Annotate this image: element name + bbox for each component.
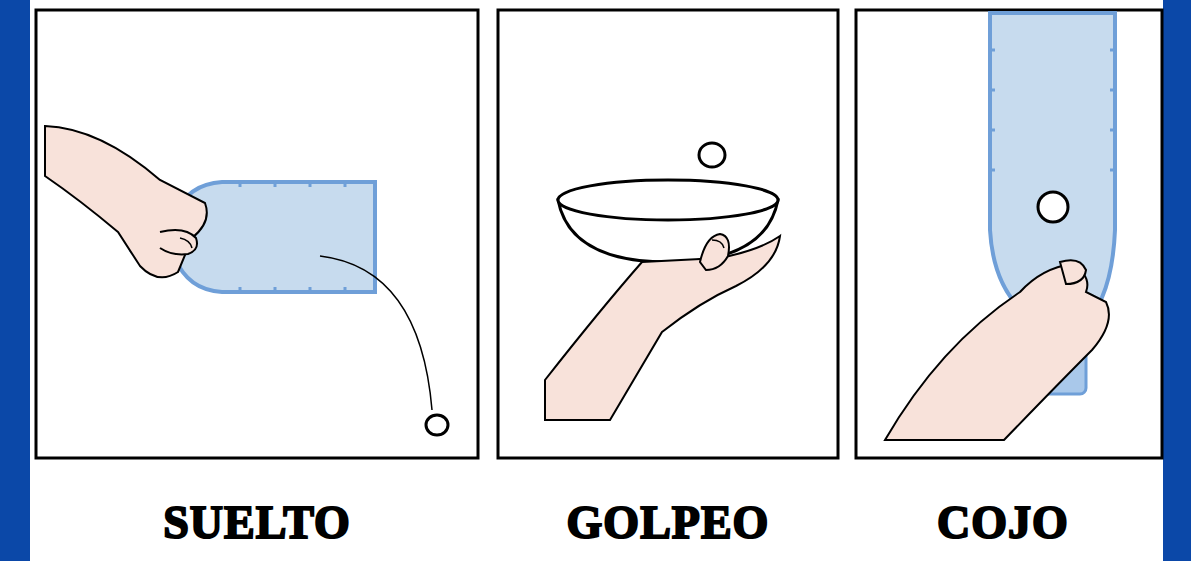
- panel-caption: SUELTO: [163, 500, 351, 546]
- hand: [885, 260, 1109, 440]
- white-sheet: [30, 0, 1163, 561]
- panel-frame: [856, 10, 1162, 458]
- coin: [426, 415, 448, 435]
- panel-frame: [498, 10, 838, 458]
- hand: [45, 126, 207, 277]
- coin: [699, 143, 725, 167]
- bowl: [558, 180, 778, 262]
- panel-caption: GOLPEO: [567, 500, 770, 546]
- panel-caption: COJO: [937, 500, 1069, 546]
- coin: [1038, 192, 1068, 222]
- panel-frame: [36, 10, 478, 458]
- hand: [545, 234, 780, 420]
- trajectory-line: [320, 256, 432, 410]
